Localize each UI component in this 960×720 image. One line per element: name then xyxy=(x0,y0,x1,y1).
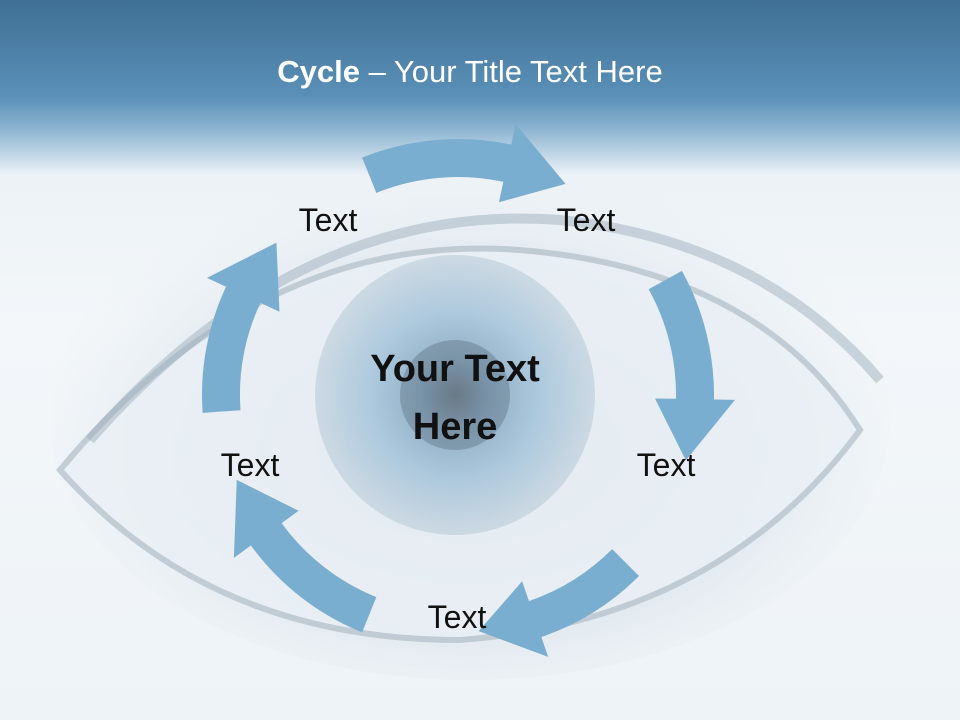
step-label-right: Text xyxy=(636,447,696,483)
center-text-line-1: Your Text xyxy=(370,348,540,390)
step-label-bottom: Text xyxy=(427,599,487,635)
cycle-arrow-bottom-left xyxy=(233,479,377,633)
cycle-arrows xyxy=(201,124,735,657)
title-rest: – Your Title Text Here xyxy=(360,54,663,89)
cycle-arrow-right xyxy=(648,270,735,461)
title-bold: Cycle xyxy=(277,54,360,89)
step-label-top-right: Text xyxy=(556,202,616,238)
step-label-top-left: Text xyxy=(298,202,358,238)
cycle-arrow-top xyxy=(362,124,566,203)
step-label-left: Text xyxy=(220,447,280,483)
cycle-arrow-left xyxy=(201,242,280,413)
slide-title: Cycle – Your Title Text Here xyxy=(0,54,940,90)
center-text-line-2: Here xyxy=(412,406,498,448)
center-text: Your Text Here xyxy=(330,340,580,456)
cycle-arrow-bottom-right xyxy=(478,549,640,657)
